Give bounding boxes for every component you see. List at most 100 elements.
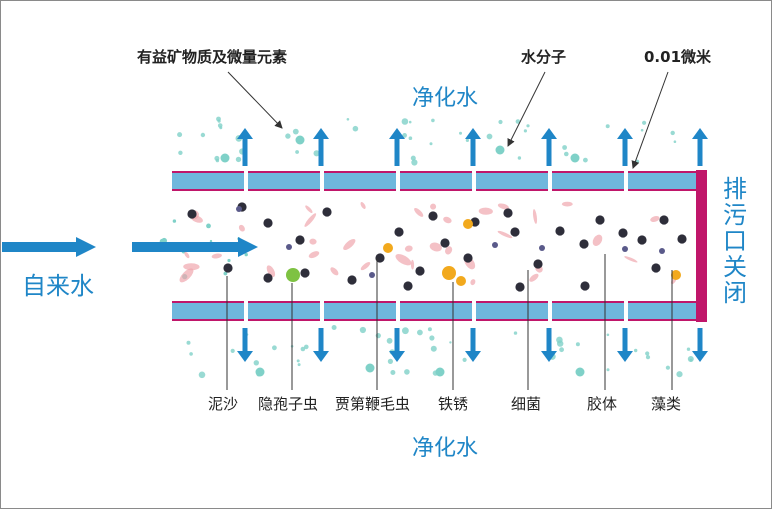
membrane-segment-top	[476, 172, 548, 190]
water-dot	[352, 125, 359, 132]
sediment-particle	[637, 235, 647, 245]
colloid-fragment	[497, 203, 509, 210]
contaminant-label-algae: 藻类	[651, 395, 682, 413]
colloid-fragment	[478, 207, 493, 215]
water-dot	[189, 352, 193, 356]
water-dot	[227, 258, 231, 263]
colloid-fragment	[414, 207, 424, 217]
colloid-fragment	[179, 268, 194, 283]
water-dot	[686, 347, 691, 351]
sediment-particle	[579, 239, 589, 249]
membrane-segment-top	[248, 172, 320, 190]
water-dot	[408, 120, 412, 124]
colloid-fragment	[532, 209, 538, 224]
water-dot	[304, 344, 309, 350]
sediment-particle	[300, 268, 310, 278]
water-dot	[296, 359, 300, 363]
rust-particle	[456, 276, 466, 286]
water-dot	[526, 124, 530, 128]
water-dot	[375, 333, 381, 339]
water-dot	[665, 365, 671, 370]
water-dot	[431, 118, 435, 123]
water-dot	[606, 368, 610, 372]
water-dot	[583, 157, 588, 163]
leader-lines	[226, 71, 673, 390]
colloid-fragment	[308, 251, 320, 259]
water-dot	[386, 337, 393, 344]
up-flow-arrow-head	[541, 128, 557, 139]
water-dot	[408, 136, 413, 140]
water-dot	[449, 341, 452, 344]
inlet-arrow-inner-head	[238, 237, 258, 257]
water-dot	[292, 128, 299, 135]
colloid-fragment	[266, 265, 276, 278]
membrane-segment-bottom	[400, 302, 472, 320]
water-molecule	[570, 153, 580, 163]
contaminant-label-colloid: 胶体	[587, 395, 618, 413]
water-dot	[209, 239, 213, 243]
membrane-segment-top	[552, 172, 624, 190]
water-molecule-dots	[159, 116, 694, 379]
sediment-particle	[555, 226, 565, 236]
inlet-arrow-outer	[2, 242, 78, 252]
down-flow-arrow-head	[692, 351, 708, 362]
membrane-segment-top	[324, 172, 396, 190]
colloid-fragment	[304, 213, 317, 227]
water-dot	[186, 340, 191, 345]
colloid-fragment	[429, 242, 442, 252]
contaminant-label-sediment: 泥沙	[208, 395, 239, 413]
up-flow-arrow-head	[389, 128, 405, 139]
water-dot	[640, 128, 644, 132]
water-dot	[634, 348, 638, 353]
sediment-particle	[375, 253, 385, 263]
membrane-segment-bottom	[628, 302, 696, 320]
bacteria-particle	[286, 244, 292, 250]
colloid-fragment	[360, 262, 371, 271]
water-dot	[513, 331, 518, 335]
up-flow-arrow-head	[617, 128, 633, 139]
water-dot	[689, 358, 693, 362]
water-dot	[223, 271, 228, 276]
water-dot	[346, 118, 350, 121]
water-dot	[300, 346, 306, 352]
bacteria-particle	[492, 242, 498, 248]
water-dot	[673, 140, 677, 143]
colloid-fragment	[360, 202, 366, 209]
water-dot	[402, 133, 407, 138]
rust-particle	[671, 270, 681, 280]
up-flow-arrow-head	[692, 128, 708, 139]
down-flow-arrow-head	[237, 351, 253, 362]
water-dot	[253, 360, 259, 366]
leader-water-molecule	[507, 71, 546, 147]
water-dot	[515, 119, 521, 124]
beneficial-minerals-label: 有益矿物质及微量元素	[137, 48, 288, 66]
water-dot	[219, 126, 223, 130]
water-dot	[313, 150, 320, 157]
water-dot	[206, 223, 211, 229]
bacteria-particle	[369, 272, 375, 278]
down-flow-arrow-head	[465, 351, 481, 362]
water-dot	[430, 345, 437, 352]
water-dot	[217, 119, 221, 123]
water-dot	[172, 219, 177, 223]
up-flow-arrow-head	[465, 128, 481, 139]
sediment-particle	[322, 207, 332, 217]
water-molecule	[220, 153, 230, 163]
sediment-particle	[677, 234, 687, 244]
sediment-particle	[428, 211, 438, 221]
water-dot	[670, 130, 675, 136]
water-molecule	[295, 135, 305, 145]
water-dot	[645, 355, 651, 360]
colloid-fragment	[624, 256, 638, 263]
water-dot	[676, 371, 683, 378]
sediment-particle	[463, 253, 473, 263]
sediment-particle	[595, 215, 605, 225]
membrane-segment-bottom	[324, 302, 396, 320]
contaminant-label-cryptosporidium: 隐孢子虫	[258, 395, 319, 413]
membrane-segment-top	[172, 172, 244, 190]
contaminant-particles	[179, 201, 687, 292]
membrane-segment-bottom	[248, 302, 320, 320]
sediment-particle	[394, 227, 404, 237]
down-flow-arrow-head	[541, 351, 557, 362]
